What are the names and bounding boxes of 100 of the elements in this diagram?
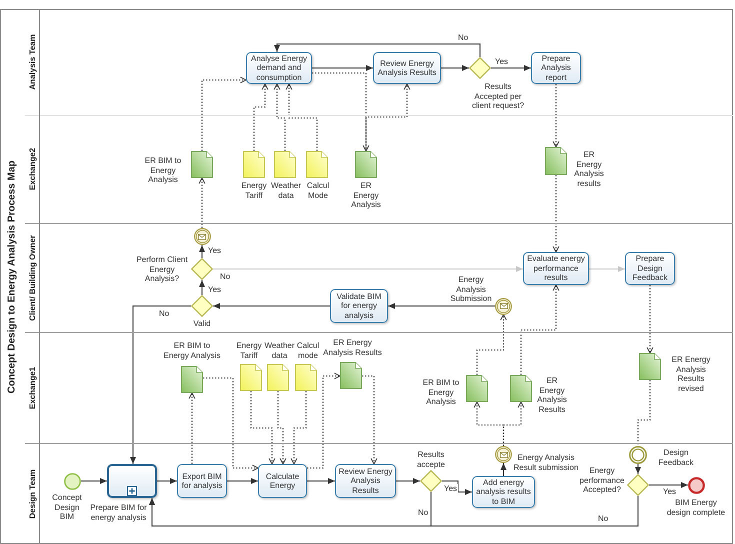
association-arrow [250, 391, 276, 464]
message-event-circle [194, 228, 210, 245]
task-label: Review Energy Analysis Results [376, 58, 438, 78]
association-arrow [365, 84, 410, 151]
swimlane-band [25, 443, 733, 544]
sequence-flow-arrow [149, 496, 638, 526]
task-label: Analyse Energy demand and consumption [250, 54, 308, 82]
task-box [258, 464, 307, 498]
association-arrow [552, 84, 560, 148]
association-arrow [274, 84, 286, 151]
sequence-flow-arrow [226, 478, 258, 484]
association-arrow [362, 375, 378, 464]
document-label: Weather data [264, 341, 295, 360]
task-label: Export BIM for analysis [180, 472, 224, 490]
document-label: ER Energy Analysis [350, 181, 382, 210]
gateway-label: Energy performance Accepted? [579, 466, 625, 494]
sequence-flow-arrow [588, 266, 626, 272]
task-box [177, 464, 227, 498]
swimlane-band [25, 115, 733, 223]
document-label: ER BIM to Energy Analysis [144, 156, 182, 184]
sequence-flow-arrow [500, 462, 506, 476]
sequence-flow-arrow [212, 303, 330, 309]
task-box [330, 289, 388, 323]
document-label: ER Energy Analysis results [573, 150, 605, 188]
association-arrow [646, 285, 654, 354]
document-label: ER BIM to Energy Analysis [162, 341, 222, 360]
edge-label: No [158, 309, 170, 318]
association-arrow [277, 391, 286, 464]
task-label: Prepare Analysis report [540, 54, 572, 82]
gateway-label: Results Accepted per client request? [470, 82, 526, 110]
sequence-flow-arrow [396, 478, 420, 484]
sequence-flow-arrow [199, 244, 205, 258]
sequence-flow-arrow [199, 280, 205, 296]
lane-title: Design Team [26, 468, 38, 518]
document-label: Calcul mode [296, 341, 320, 360]
task-label: Calculate Energy [264, 472, 300, 490]
task-label: Review Energy Analysis Results [338, 466, 393, 496]
swimlane-band [25, 223, 733, 332]
association-arrow [520, 284, 560, 375]
event-label: Energy Analysis Submission [449, 275, 493, 304]
association-arrow [502, 402, 524, 446]
edge-label: Yes [207, 246, 222, 255]
event-label: Energy Analysis Result submission [513, 453, 579, 472]
task-box [373, 52, 441, 84]
gateway-label: Perform Client Energy Analysis? [135, 255, 189, 284]
event-label: Concept Design BIM [51, 493, 83, 522]
edge-label: Yes [443, 484, 458, 493]
association-arrow [290, 391, 307, 464]
sequence-flow-arrow [442, 480, 472, 495]
document-label: ER BIM to Energy Analysis [422, 378, 460, 406]
association-arrow [203, 377, 258, 472]
sequence-flow-arrow [490, 65, 532, 71]
sequence-flow-arrow [156, 478, 178, 484]
document-label: ER Energy Analysis Results [536, 376, 568, 414]
lane-title: Analysis Team [26, 34, 38, 90]
task-box [531, 52, 581, 84]
association-arrow [307, 372, 340, 469]
subprocess-label: Prepare BIM for energy analysis [89, 503, 148, 522]
edge-label: No [597, 514, 610, 523]
association-arrow [253, 84, 268, 151]
edge-label: No [417, 508, 430, 517]
gateway-label: Valid [192, 319, 212, 328]
sequence-flow-arrow [648, 482, 688, 488]
swimlane-band [25, 332, 733, 443]
task-box [625, 252, 675, 285]
document-label: Weather data [270, 181, 302, 200]
document-label: ER Energy Analysis Results [322, 338, 383, 357]
association-arrow [312, 72, 370, 152]
document-label: Calcul Mode [306, 181, 330, 200]
sequence-flow-arrow [130, 306, 192, 464]
event-label: BIM Energy design complete [666, 498, 726, 517]
edge-label: No [457, 33, 470, 42]
document-label: ER Energy Analysis Results revised [670, 355, 712, 393]
sequence-flow-arrow [312, 65, 374, 71]
task-label: Validate BIM for energy analysis [336, 292, 382, 320]
association-arrow [286, 84, 318, 151]
document-label: Energy Tariff [235, 341, 263, 360]
association-arrow [552, 175, 560, 252]
sequence-flow-arrow [440, 65, 470, 71]
sequence-flow-arrow [388, 303, 496, 309]
sequence-flow-arrow [212, 266, 524, 272]
gateway-label: Results accepte [416, 450, 446, 469]
task-label: Evaluate energy performance results [526, 254, 586, 283]
association-arrow [188, 392, 196, 464]
edge-label: Yes [662, 487, 678, 496]
lane-title: Exchange1 [26, 366, 38, 409]
pool-band [0, 9, 733, 544]
sequence-flow-arrow [306, 478, 336, 484]
lane-title: Exchange2 [26, 148, 38, 190]
association-arrow [201, 76, 246, 151]
sequence-flow-arrow [80, 478, 108, 484]
task-label: Add energy analysis results to BIM [475, 478, 532, 506]
edge-label: Yes [494, 57, 510, 66]
event-label: Design Feedback [657, 448, 695, 467]
task-label: Prepare Design Feedback [631, 254, 669, 283]
sequence-flow-arrow [635, 464, 641, 474]
pool-title: Concept Design to Energy Analysis Process Map [6, 160, 18, 394]
edge-label: No [219, 272, 232, 281]
edge-label: Yes [207, 285, 222, 294]
association-arrow [198, 178, 206, 228]
